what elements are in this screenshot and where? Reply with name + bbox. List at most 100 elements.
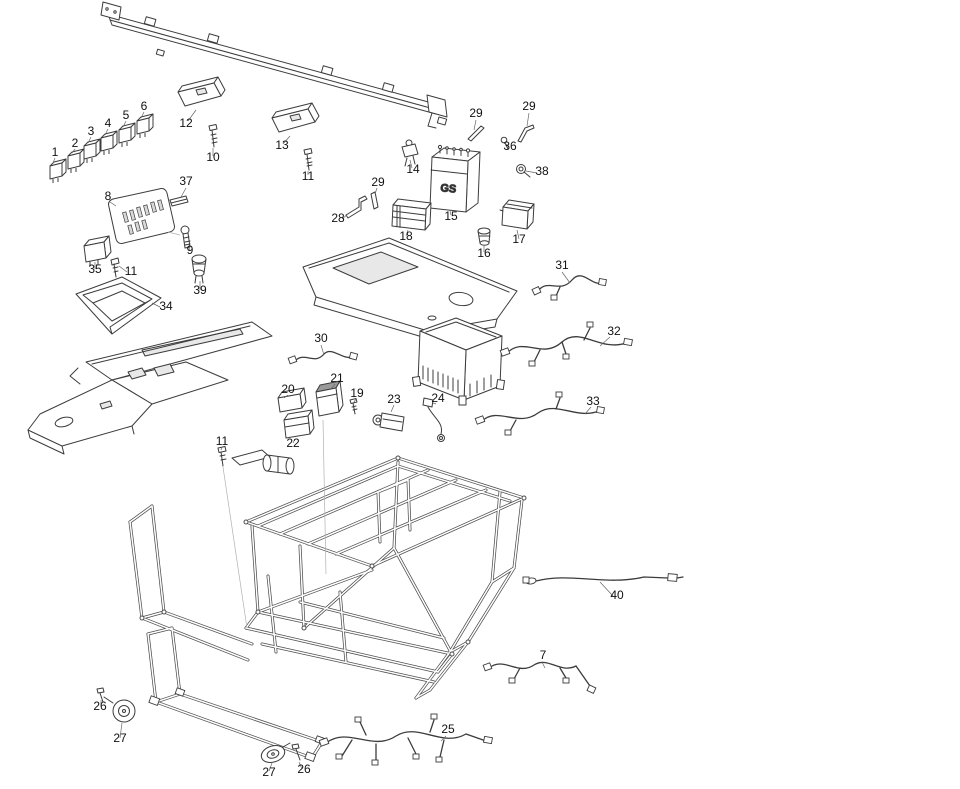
part-8-fuse-box-drawing [108,188,181,244]
relay-6-drawing [136,113,154,139]
part-label-33: 33 [586,394,600,408]
part-13-control-module-drawing [271,102,320,133]
harness-33-drawing [474,391,605,436]
part-label-7: 7 [540,648,547,662]
part-label-30: 30 [314,331,328,345]
part-16-plug-drawing [477,227,491,246]
part-label-1: 1 [52,145,59,159]
part-14-sensor-drawing [401,139,419,167]
part-38-cap-drawing [516,164,531,178]
part-label-8: 8 [105,189,112,203]
relay-4-drawing [100,130,118,156]
part-35-relay-drawing [83,235,112,267]
part-label-29-1: 29 [469,106,483,120]
part-24-cable-drawing [422,397,445,442]
part-label-31: 31 [555,258,569,272]
part-label-39: 39 [193,283,207,297]
part-label-15: 15 [444,209,458,223]
harness-7-drawing [482,661,597,695]
bolt-9-drawing [180,225,191,249]
part-label-21: 21 [330,371,344,385]
part-23-sensor-drawing [372,412,405,432]
leader-lines [52,109,614,772]
part-27-horn-left-drawing [103,696,136,723]
part-12-control-module-drawing [177,76,226,107]
part-29-rod-b-drawing [517,124,535,143]
bolt-26-bottom-drawing [291,743,301,761]
part-label-28: 28 [331,211,345,225]
part-label-26-1: 26 [93,699,107,713]
part-label-27-2: 27 [262,765,276,779]
floor-panel-drawing [27,321,273,455]
part-label-38: 38 [535,164,549,178]
part-27-horn-bottom-drawing [260,742,291,763]
relay-bank-drawing [49,113,154,184]
relay-2-drawing [67,148,85,174]
part-label-18: 18 [399,229,413,243]
harness-25-drawing [318,713,493,766]
part-15-battery-drawing: GS [429,144,481,213]
part-label-14: 14 [406,162,420,176]
battery-brand-text: GS [440,182,457,195]
bolt-10-drawing [208,124,218,148]
part-label-26-2: 26 [297,762,311,776]
part-label-24: 24 [431,391,445,405]
part-label-11-3: 11 [216,434,229,448]
part-36-fastener-drawing [500,136,509,150]
part-34-tray-drawing [75,276,162,335]
part-label-11-1: 11 [302,169,315,183]
part-39-switch-drawing [191,254,207,284]
part-18-module-drawing [391,198,432,231]
part-label-11-2: 11 [125,264,138,278]
part-label-40: 40 [610,588,624,602]
bolt-26-left-drawing [96,687,105,703]
part-label-29-3: 29 [371,175,385,189]
part-label-19: 19 [350,386,364,400]
part-label-12: 12 [179,116,193,130]
part-labels: 1 2 3 4 5 6 12 10 13 11 14 29 29 36 38 1… [52,99,624,779]
battery-box-drawing [411,317,506,406]
part-label-5: 5 [123,108,130,122]
part-label-4: 4 [105,116,112,130]
bolt-11-frame-drawing [217,446,227,467]
part-label-23: 23 [387,392,401,406]
part-label-6: 6 [141,99,148,113]
chassis-frame-drawing [128,455,527,763]
part-label-2: 2 [72,136,79,150]
part-label-13: 13 [275,138,289,152]
part-28-bracket-drawing [345,195,368,219]
part-label-9: 9 [187,243,194,257]
relay-5-drawing [118,122,136,148]
relay-1-drawing [49,158,67,184]
bolt-11-left-drawing [110,257,120,278]
console-panel-drawing [302,237,518,339]
assembly-guide-lines [222,419,327,629]
solenoid-bracket-drawing [231,449,295,475]
harness-32-drawing [499,321,633,367]
harness-31-drawing [531,275,607,301]
part-label-29-2: 29 [522,99,536,113]
part-17-relay-drawing [499,199,535,230]
part-label-35: 35 [88,262,102,276]
bolt-11-top-drawing [303,148,313,171]
part-label-25: 25 [441,722,455,736]
part-label-32: 32 [607,324,621,338]
part-label-16: 16 [477,246,491,260]
part-label-17: 17 [512,232,526,246]
part-label-34: 34 [159,299,173,313]
part-29-rod-c-drawing [370,191,379,210]
part-label-20: 20 [281,382,295,396]
part-29-rod-a-drawing [467,125,485,142]
harness-30-drawing [287,350,359,365]
part-label-3: 3 [88,124,95,138]
harness-40-drawing [522,573,684,585]
part-label-27-1: 27 [113,731,127,745]
relay-3-drawing [83,138,101,164]
part-label-37: 37 [179,174,193,188]
roof-rail-drawing [100,1,448,129]
part-label-22: 22 [286,436,300,450]
part-label-10: 10 [206,150,220,164]
part-37-clip-drawing [169,195,189,207]
